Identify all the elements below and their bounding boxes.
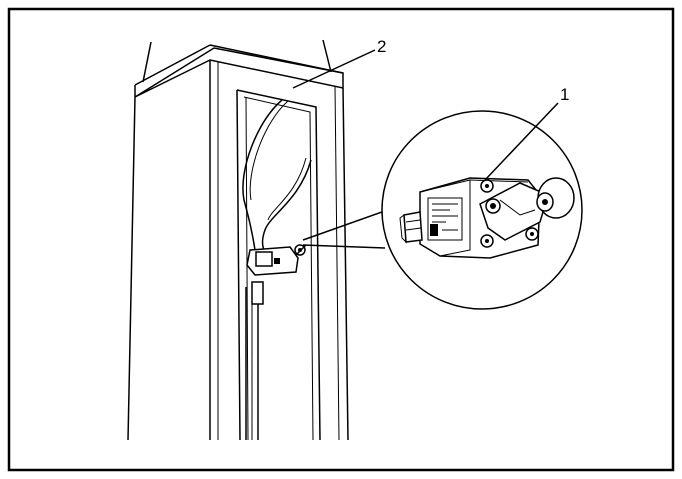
- column-body: [127, 39, 349, 441]
- magnifier-leaders: [302, 211, 386, 249]
- detail-magnifier: [381, 110, 583, 310]
- cables: [242, 99, 312, 251]
- callout-2-label: 2: [377, 37, 386, 56]
- small-limit-switch: [246, 244, 307, 276]
- callout-1-leader: [484, 102, 559, 181]
- figure-border: [7, 7, 675, 472]
- support-rod: [245, 281, 264, 440]
- callout-2-leader: [292, 49, 376, 89]
- callout-1-label: 1: [560, 85, 569, 104]
